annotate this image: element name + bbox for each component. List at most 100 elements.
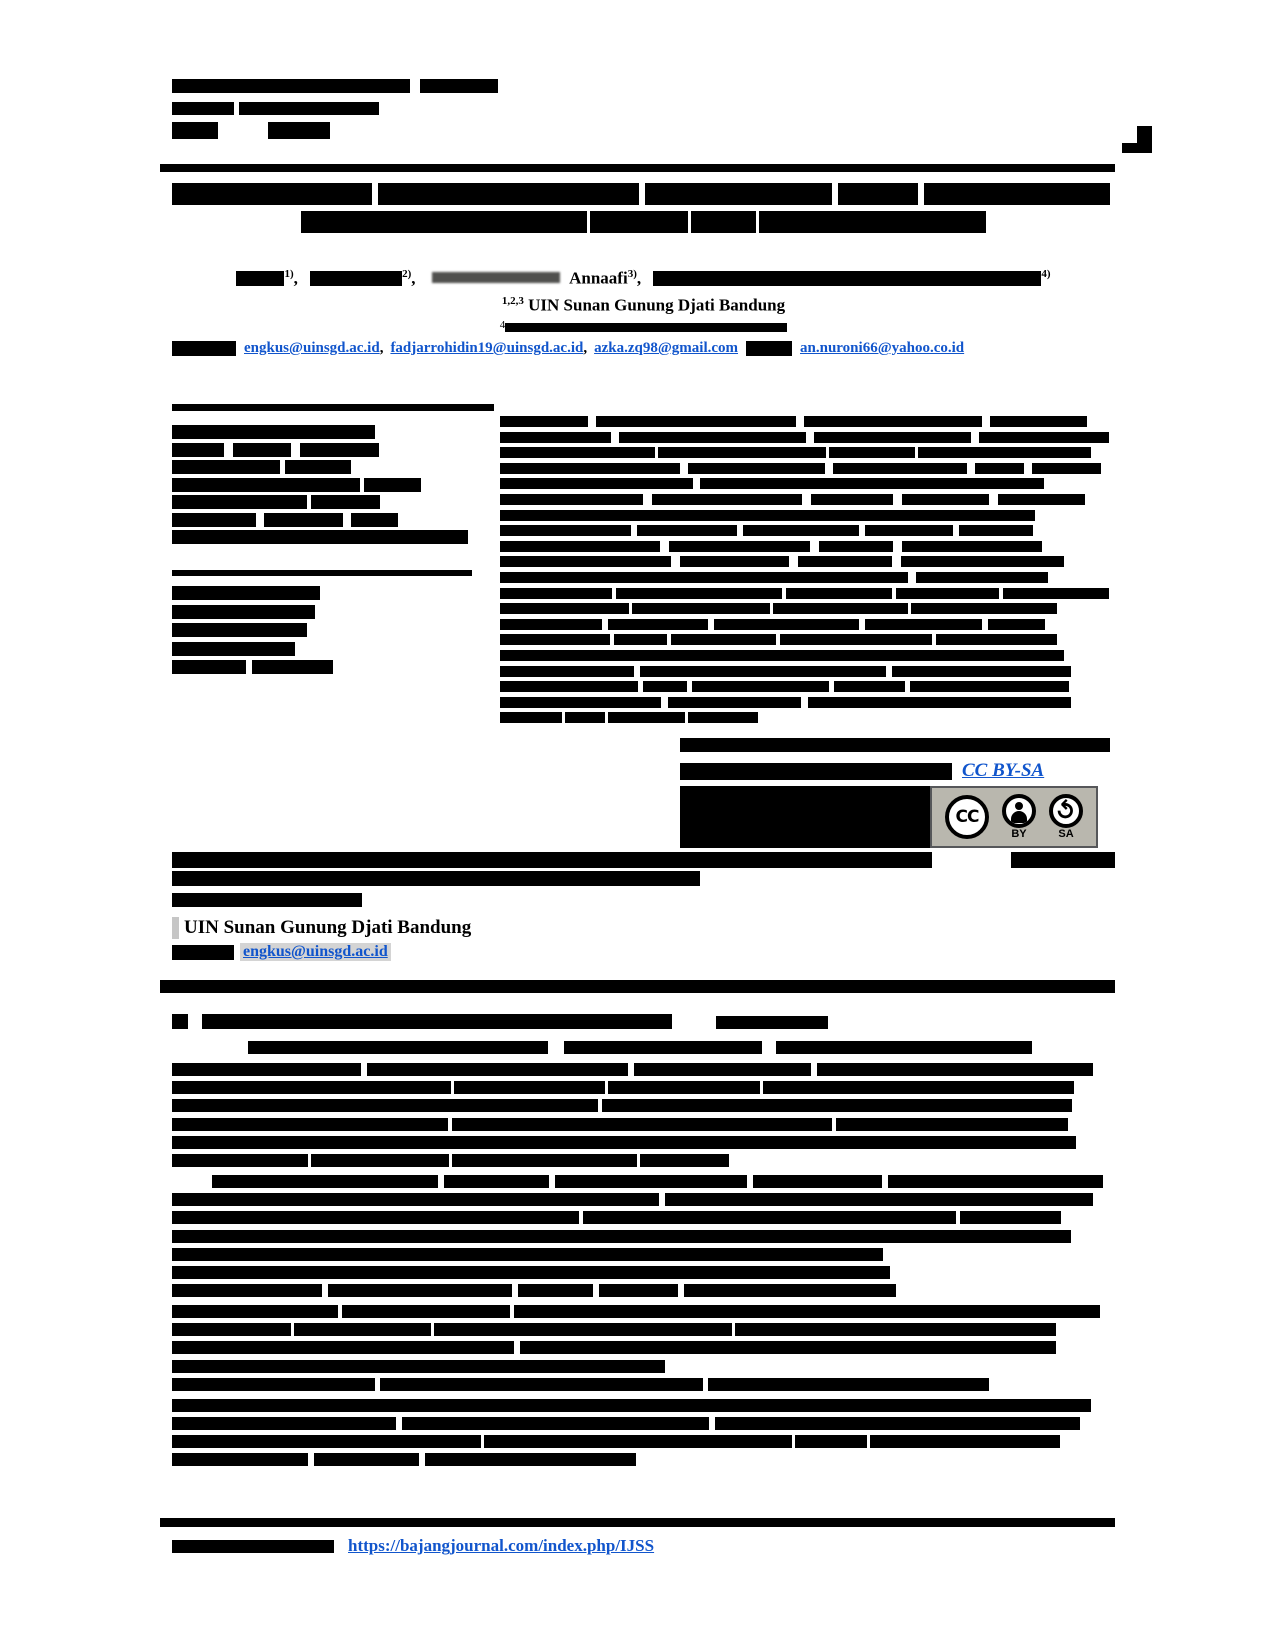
correspondence-email-link[interactable]: engkus@uinsgd.ac.id	[240, 943, 391, 961]
redaction-segment	[891, 665, 1071, 677]
redaction-segment	[172, 425, 375, 439]
redacted-text-line	[500, 431, 1110, 443]
redaction-segment	[172, 660, 246, 674]
redaction-segment	[172, 623, 307, 637]
redaction-segment	[680, 556, 789, 568]
redaction-segment	[500, 603, 629, 615]
journal-url-link[interactable]: https://bajangjournal.com/index.php/IJSS	[348, 1536, 655, 1555]
redaction-segment	[640, 665, 886, 677]
redaction-segment	[910, 603, 1058, 615]
email-link-1[interactable]: engkus@uinsgd.ac.id	[244, 340, 380, 356]
redaction-segment	[901, 556, 1065, 568]
redacted-text-line	[172, 183, 1111, 205]
redacted-abstract	[500, 404, 1115, 724]
redaction-segment	[517, 1284, 594, 1298]
redaction-segment	[172, 442, 224, 457]
redaction-segment	[870, 1435, 1060, 1449]
redaction-segment	[425, 1453, 636, 1467]
redaction-segment	[172, 1305, 338, 1319]
affiliation-line: 1,2,3 UIN Sunan Gunung Djati Bandung	[172, 295, 1115, 316]
redacted-text-line	[172, 1229, 1071, 1243]
redaction-segment	[810, 493, 893, 505]
cc-by-label: BY	[1011, 828, 1027, 841]
redaction-segment	[454, 1081, 605, 1095]
redacted-text-line	[172, 442, 380, 457]
redacted-text-line	[172, 1453, 636, 1467]
redaction-segment	[935, 634, 1058, 646]
redacted-paragraph	[172, 1174, 1103, 1298]
author-1-superscript: 1)	[284, 268, 294, 280]
redaction-segment	[483, 1435, 792, 1449]
redacted-text-line	[172, 425, 375, 439]
redaction-segment	[366, 1063, 628, 1076]
redacted-text-line	[500, 416, 1087, 427]
affiliation-4-line: 4	[172, 319, 1115, 339]
redaction-segment	[172, 1435, 481, 1449]
redacted-correspondence-line-3	[172, 892, 1115, 910]
redaction-segment	[500, 509, 1035, 521]
page-footer: https://bajangjournal.com/index.php/IJSS	[172, 1536, 1115, 1556]
redaction-segment	[813, 431, 972, 443]
redaction-segment	[401, 1417, 710, 1430]
gray-tick-mark	[172, 917, 179, 939]
cc-by-sa-badge[interactable]: CC BY ↺	[930, 786, 1098, 849]
redaction-segment	[758, 211, 986, 233]
redacted-text-line	[172, 1193, 1093, 1207]
redacted-text-line	[500, 587, 1109, 599]
redacted-first-line	[248, 1039, 1100, 1057]
redaction-segment	[172, 1193, 660, 1207]
email-link-4[interactable]: an.nuroni66@yahoo.co.id	[800, 340, 965, 356]
redaction-segment	[794, 1435, 868, 1449]
redaction-segment	[910, 681, 1070, 693]
redaction-segment	[901, 493, 990, 505]
redacted-email-label	[172, 944, 234, 960]
redacted-paragraph	[172, 1063, 1100, 1167]
redacted-keywords	[172, 586, 494, 674]
share-alike-arrow-glyph: ↺	[1048, 794, 1084, 829]
redaction-segment	[451, 1117, 833, 1131]
email-separator: ,	[379, 340, 384, 356]
redaction-segment	[434, 1323, 733, 1337]
redaction-segment	[864, 618, 982, 630]
email-line: engkus@uinsgd.ac.id, fadjarrohidin19@uin…	[172, 340, 1115, 357]
redacted-text-line	[500, 634, 1058, 646]
redaction-segment	[618, 431, 806, 443]
redaction-segment	[700, 478, 1045, 490]
redacted-text-line	[172, 1341, 1057, 1355]
redaction-segment	[172, 460, 281, 474]
redacted-text-line	[212, 1174, 1103, 1188]
redacted-text-line	[500, 681, 1070, 693]
redaction-segment	[172, 1341, 514, 1355]
cc-by-sa-link[interactable]: CC BY-SA	[962, 760, 1045, 782]
redaction-segment	[786, 587, 892, 599]
redaction-segment	[915, 571, 1049, 583]
email-link-2[interactable]: fadjarrohidin19@uinsgd.ac.id	[390, 340, 584, 356]
redaction-segment	[172, 1063, 361, 1076]
correspondence-email-row: engkus@uinsgd.ac.id	[172, 943, 1115, 961]
affiliation-text: UIN Sunan Gunung Djati Bandung	[528, 295, 786, 315]
redaction-segment	[924, 183, 1111, 205]
redaction-segment	[500, 416, 589, 427]
correspondence-block: UIN Sunan Gunung Djati Bandung engkus@ui…	[172, 852, 1115, 961]
redaction-segment	[172, 1081, 452, 1095]
redacted-article-history	[172, 425, 494, 544]
redaction-segment	[708, 1377, 989, 1391]
person-icon-body	[1011, 811, 1027, 824]
redaction-segment	[500, 556, 672, 568]
license-badge-row: CC BY ↺	[680, 786, 1115, 849]
article-info-sidebar	[172, 404, 494, 679]
redacted-text-line	[500, 540, 1042, 552]
redacted-email-label	[172, 341, 236, 356]
redacted-volume-line	[172, 122, 1115, 142]
redacted-author-1	[236, 270, 285, 286]
author-4-superscript: 4)	[1041, 268, 1051, 280]
body-text	[172, 1014, 1103, 1474]
redacted-correspondence-line-1	[172, 852, 1115, 868]
email-link-3[interactable]: azka.zq98@gmail.com	[594, 340, 739, 356]
redacted-text-line	[172, 641, 296, 656]
redaction-segment	[692, 681, 829, 693]
redaction-segment	[500, 447, 656, 459]
redaction-segment	[172, 1153, 308, 1167]
redacted-journal-name	[172, 78, 1115, 96]
